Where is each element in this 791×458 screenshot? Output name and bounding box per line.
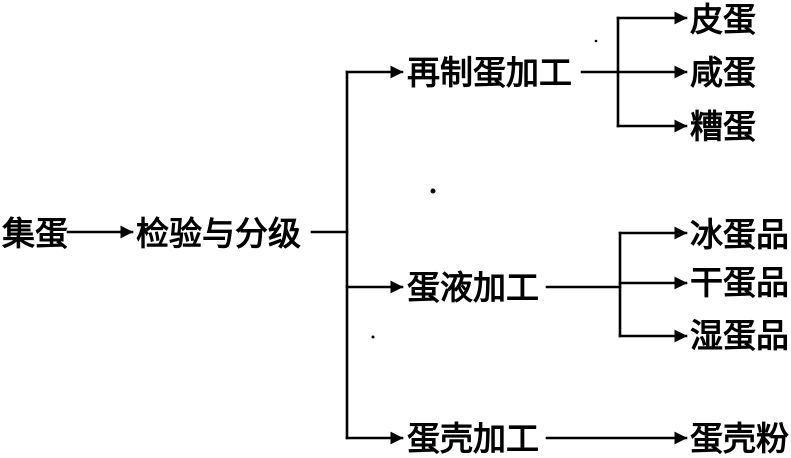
node-xiandan: 咸蛋: [690, 53, 756, 92]
node-bingdanpin: 冰蛋品: [690, 215, 789, 254]
node-root: 集蛋: [1, 214, 68, 253]
node-shidanpin: 湿蛋品: [690, 316, 789, 355]
scan-speck: [371, 335, 375, 339]
scan-speck: [594, 39, 598, 43]
node-zaodan: 糟蛋: [690, 107, 756, 146]
node-pidan: 皮蛋: [690, 0, 756, 39]
node-inspect: 检验与分级: [136, 214, 301, 253]
node-shell: 蛋壳加工: [407, 419, 539, 458]
node-remake: 再制蛋加工: [407, 53, 572, 92]
scan-speck: [430, 188, 436, 194]
node-dankefen: 蛋壳粉: [690, 419, 789, 458]
node-liquid: 蛋液加工: [407, 268, 539, 307]
node-gandanpin: 干蛋品: [690, 263, 789, 302]
